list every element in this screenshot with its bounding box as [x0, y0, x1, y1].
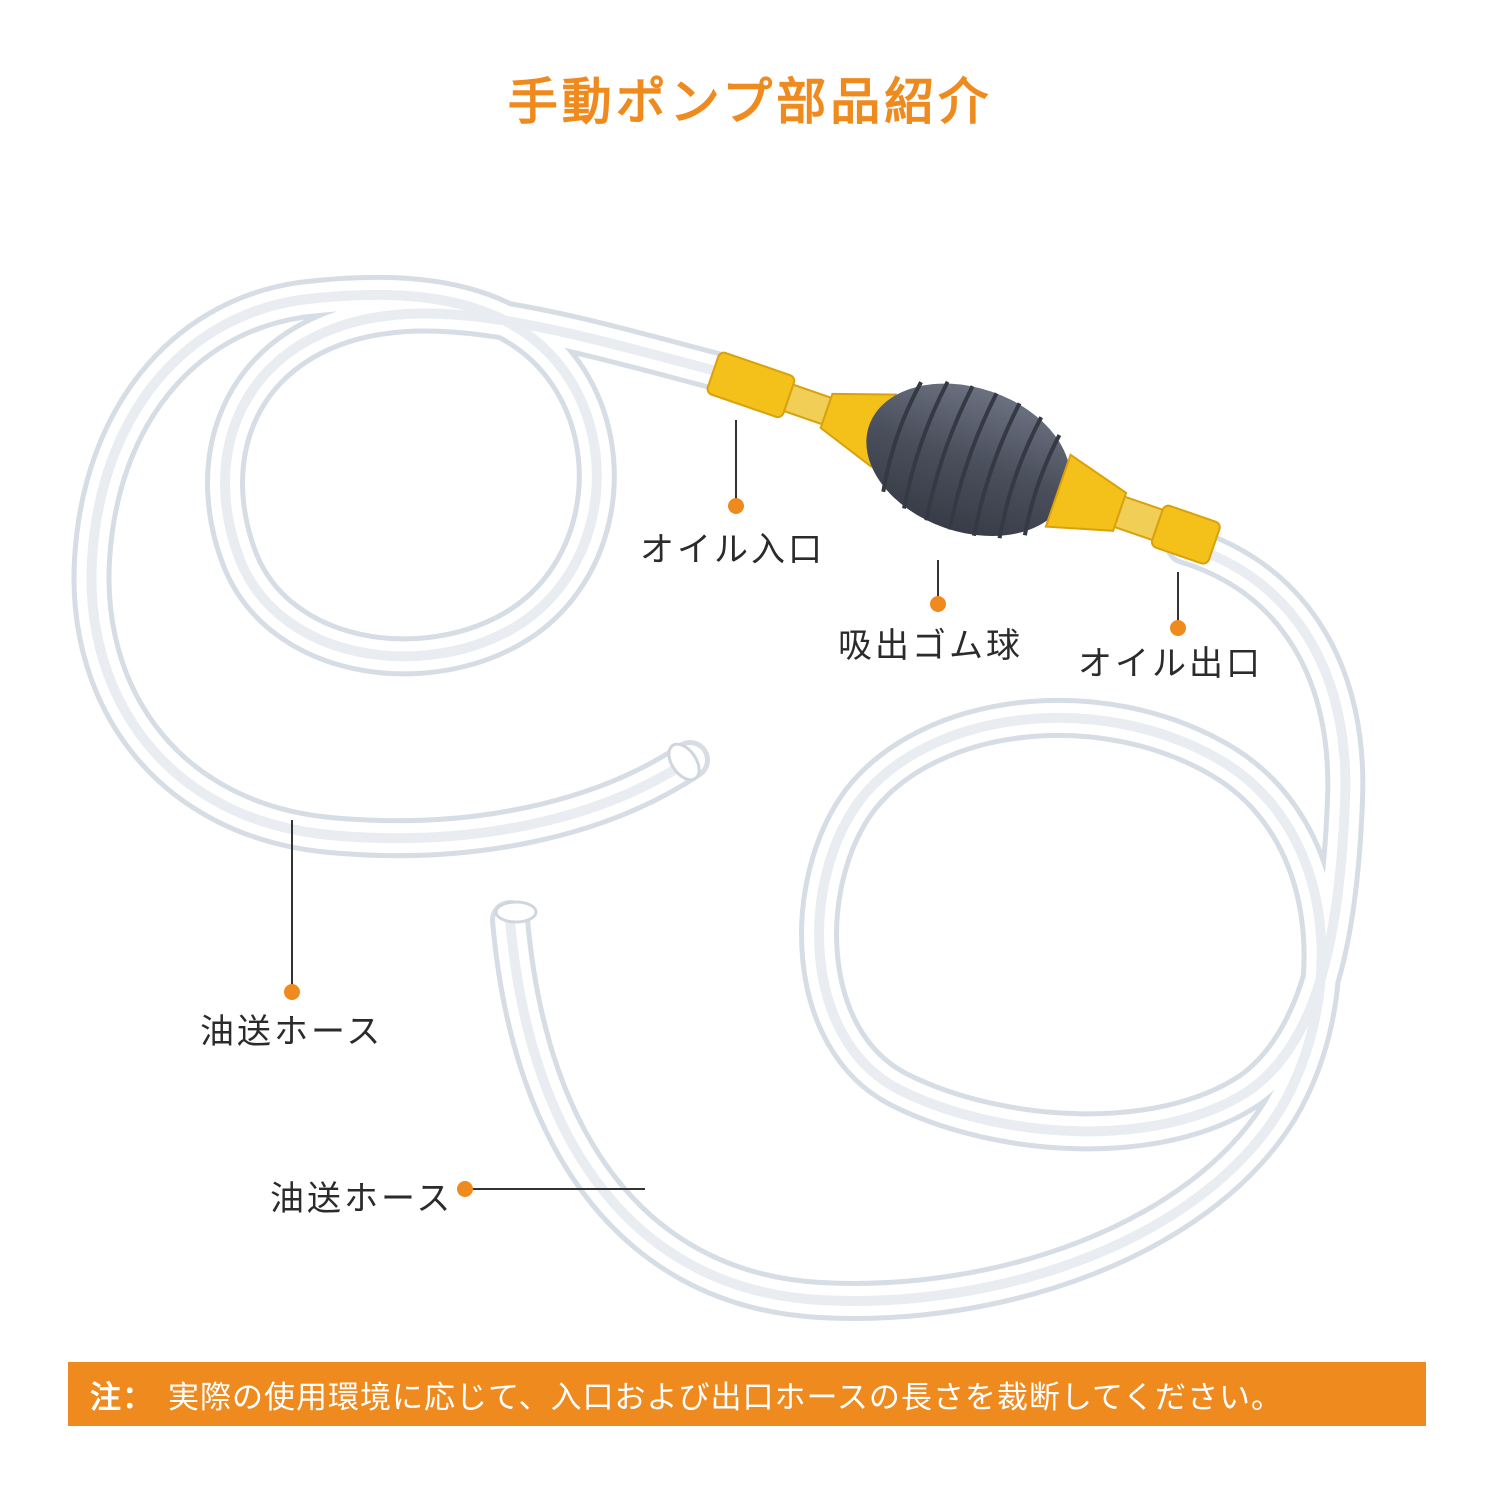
left-hose	[71, 274, 740, 859]
callout-dot-oil-inlet	[728, 498, 744, 514]
callout-dot-oil-outlet	[1170, 620, 1186, 636]
note-prefix: 注：	[90, 1379, 154, 1416]
page-title: 手動ポンプ部品紹介	[507, 73, 993, 131]
pump-assembly	[706, 351, 1221, 565]
label-oil-inlet: オイル入口	[640, 530, 825, 570]
label-oil-outlet: オイル出口	[1078, 644, 1263, 684]
note-text: 実際の使用環境に応じて、入口および出口ホースの長さを裁断してください。	[168, 1379, 1284, 1416]
callout-dot-suction-bulb	[930, 596, 946, 612]
note-banner: 注： 実際の使用環境に応じて、入口および出口ホースの長さを裁断してください。	[68, 1362, 1426, 1426]
label-hose-bottom: 油送ホース	[270, 1179, 454, 1219]
callout-dot-hose-bottom	[457, 1181, 473, 1197]
label-hose-left: 油送ホース	[200, 1012, 384, 1052]
label-suction-bulb: 吸出ゴム球	[838, 626, 1023, 666]
inlet-connector	[706, 351, 796, 419]
callout-dot-hose-left	[284, 984, 300, 1000]
callouts	[284, 420, 1186, 1197]
outlet-connector	[1150, 504, 1221, 565]
right-hose	[490, 525, 1366, 1321]
